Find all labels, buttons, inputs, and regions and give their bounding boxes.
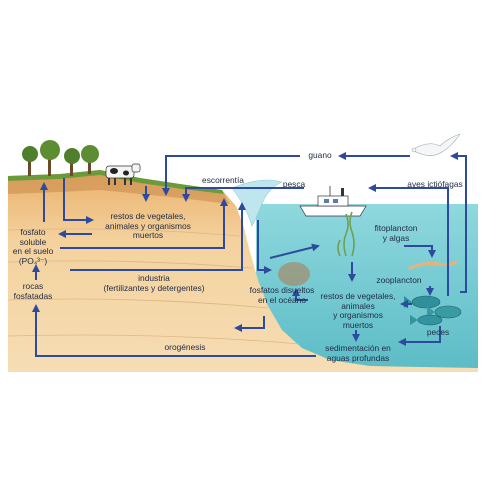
arrow-escorrentia-ocean	[257, 220, 272, 274]
arrow-trees-restos	[63, 178, 94, 224]
label-industria: industria (fertilizantes y detergentes)	[103, 273, 205, 293]
label-peces: peces	[426, 327, 450, 337]
cow-icon	[105, 163, 141, 185]
label-restos-mar: restos de vegetales, animales y organism…	[320, 291, 396, 330]
cycle-arrows	[32, 152, 467, 357]
arrow-industria	[70, 202, 246, 271]
label-aves-ictiofagas: aves ictiófagas	[407, 179, 463, 189]
arrow-fosfato-escorrentia	[60, 198, 228, 249]
arrow-fosfatos-fito	[269, 243, 320, 259]
label-rocas-fosfatadas: rocas fosfatadas	[13, 281, 53, 301]
arrow-fito-zoo	[404, 245, 436, 258]
label-zooplancton: zooplancton	[376, 275, 422, 285]
grass-strip	[8, 170, 224, 194]
arrow-fish-aves	[450, 152, 467, 293]
arrow-fish-pesca	[368, 184, 449, 296]
arrow-guano-land	[162, 155, 300, 196]
zooplankton-icon	[408, 260, 458, 270]
label-sedimentacion: sedimentación en aguas profundas	[325, 343, 391, 363]
seaweed-icon	[337, 211, 355, 257]
label-fitoplancton: fitoplancton y algas	[374, 223, 418, 243]
arrow-pesca-land	[182, 187, 304, 202]
seagull-icon	[411, 133, 461, 156]
label-fosfato-soluble: fosfato soluble en el suelo (PO₄³⁻)	[12, 227, 54, 266]
label-escorrentia: escorrentía	[202, 175, 244, 185]
phosphate-cloud	[278, 262, 310, 286]
label-orogenesis: orogénesis	[164, 342, 206, 352]
label-pesca: pesca	[282, 179, 306, 189]
label-guano: guano	[308, 150, 332, 160]
arrow-orogenesis	[32, 304, 316, 357]
rock-strata	[7, 228, 301, 345]
arrow-peces-sedim	[398, 326, 441, 346]
fishing-boat-icon	[299, 186, 367, 217]
runoff-splash-icon	[231, 179, 283, 227]
label-restos-tierra: restos de vegetales, animales y organism…	[105, 211, 191, 241]
label-fosfatos-disueltos: fosfatos disueltos en el océano	[249, 285, 315, 305]
arrow-ocean-return	[234, 316, 265, 332]
arrow-restosmar-fosfatos	[292, 288, 308, 301]
trees-icon	[22, 140, 99, 176]
